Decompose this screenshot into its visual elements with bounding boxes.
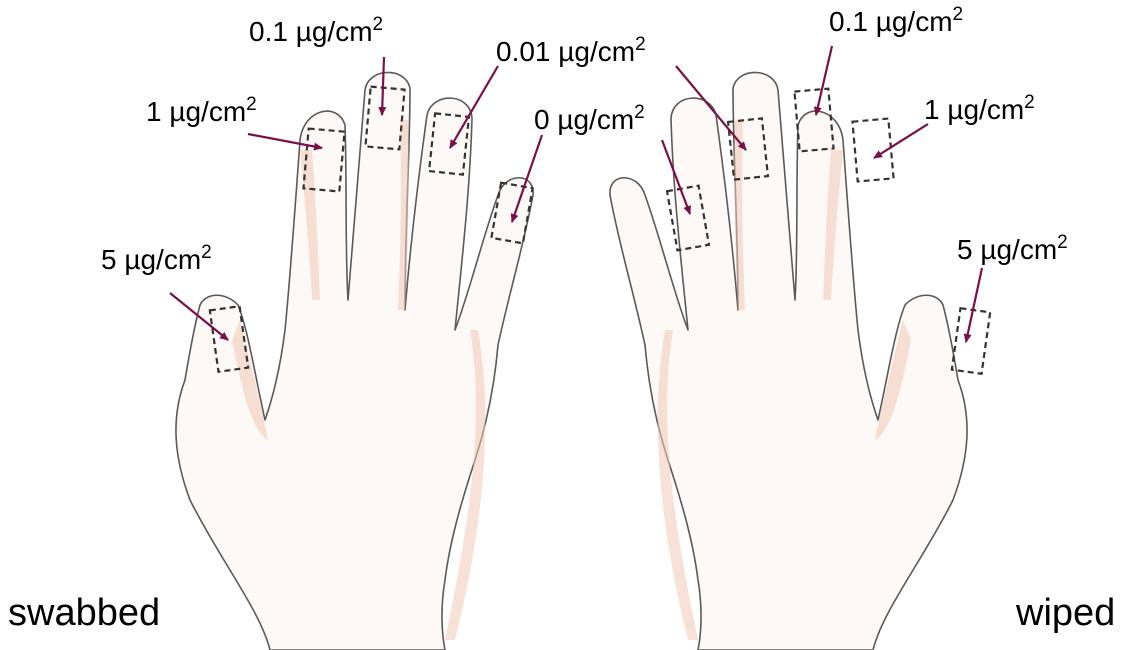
right-thumb-label: 5 µg/cm2 [957, 236, 1068, 264]
left-ring-label-sup: 2 [635, 34, 646, 55]
left-little-label-sup: 2 [634, 102, 645, 123]
left-middle-label: 0.1 µg/cm2 [249, 18, 383, 46]
right-index-label: 1 µg/cm2 [924, 96, 1035, 124]
right-thumb-label-value: 5 µg/cm [957, 234, 1057, 265]
left-index-label: 1 µg/cm2 [146, 98, 257, 126]
left-index-label-sup: 2 [246, 94, 257, 115]
right-middle-label: 0.1 µg/cm2 [829, 8, 963, 36]
right-thumb-label-sup: 2 [1057, 232, 1068, 253]
left-thumb-label-sup: 2 [201, 242, 212, 263]
wiped-caption: wiped [1016, 594, 1115, 632]
right-hand [610, 46, 990, 650]
left-middle-label-value: 0.1 µg/cm [249, 16, 373, 47]
left-ring-label: 0.01 µg/cm2 [496, 38, 646, 66]
right-index-label-sup: 2 [1024, 92, 1035, 113]
left-little-label: 0 µg/cm2 [534, 106, 645, 134]
left-middle-label-sup: 2 [373, 14, 384, 35]
right-middle-label-value: 0.1 µg/cm [829, 6, 953, 37]
left-thumb-label: 5 µg/cm2 [101, 246, 212, 274]
swabbed-caption: swabbed [8, 594, 160, 632]
right-thumb-arrow [966, 268, 982, 342]
left-ring-label-value: 0.01 µg/cm [496, 36, 635, 67]
left-thumb-label-value: 5 µg/cm [101, 244, 201, 275]
left-index-label-value: 1 µg/cm [146, 96, 246, 127]
right-middle-label-sup: 2 [953, 4, 964, 25]
right-index-label-value: 1 µg/cm [924, 94, 1024, 125]
left-little-label-value: 0 µg/cm [534, 104, 634, 135]
right-index-arrow [874, 124, 928, 158]
left-hand [170, 57, 542, 650]
